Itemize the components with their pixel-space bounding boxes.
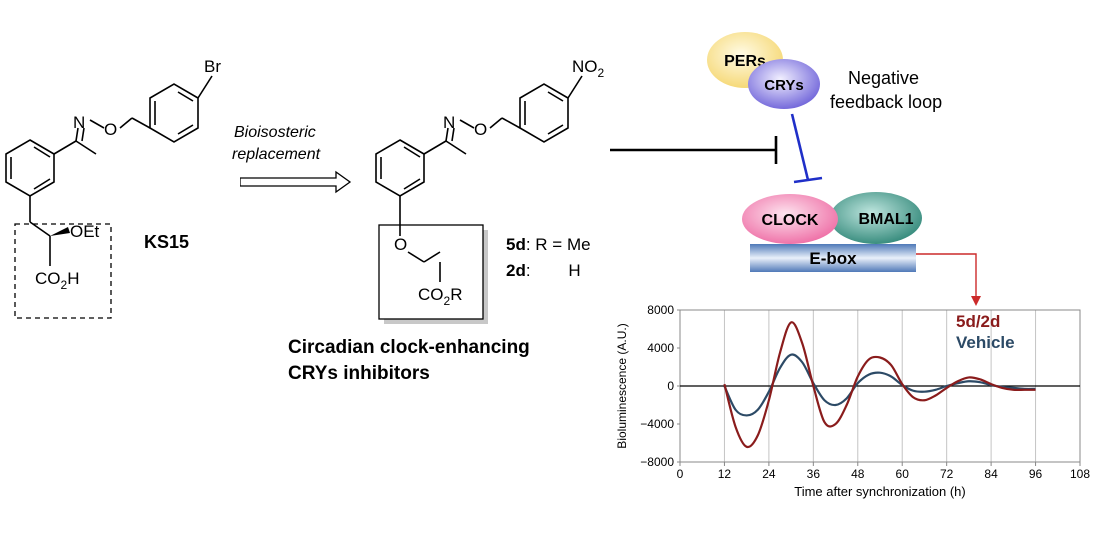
ebox-label: E-box	[809, 249, 857, 268]
legend-item: Vehicle	[956, 333, 1015, 352]
bmal1-label: BMAL1	[858, 211, 913, 228]
bioisosteric-caption: Bioisosteric replacement	[232, 122, 321, 166]
label-2d-line: 2d: H	[506, 261, 581, 280]
label-5d: 5d	[506, 235, 526, 254]
5d-n-label: N	[443, 113, 455, 132]
bioisosteric-line1: Bioisosteric	[234, 124, 316, 141]
bioisosteric-line2: replacement	[232, 146, 321, 163]
chart-xlabel: Time after synchronization (h)	[794, 484, 965, 499]
ebox-element	[750, 244, 916, 272]
bmal1-protein	[830, 192, 922, 244]
readout-arrow	[916, 253, 981, 306]
loop-label-line1: Negative	[848, 68, 919, 88]
chart-x-tick-label: 108	[1070, 467, 1090, 481]
chart-x-tick-label: 24	[762, 467, 776, 481]
5d-box	[378, 224, 484, 320]
chart-x-tick-label: 0	[677, 467, 684, 481]
ks15-lower-ring	[5, 139, 55, 197]
chart-x-tick-label: 12	[718, 467, 732, 481]
chart-series	[723, 321, 1036, 449]
chart-y-tick-label: −4000	[640, 417, 674, 431]
5d-ether-o-label: O	[394, 235, 407, 254]
inhibitor-caption: Circadian clock-enhancing CRYs inhibitor…	[288, 335, 530, 387]
chart-y-tick-label: 4000	[647, 341, 674, 355]
ks15-upper-ring	[149, 83, 199, 143]
ks15-oet-label: OEt	[70, 222, 100, 241]
chart-x-tick-label: 36	[807, 467, 821, 481]
chart-y-tick-label: 0	[667, 379, 674, 393]
chart-y-tick-label: 8000	[647, 303, 674, 317]
feedback-loop-diagram: PERs CRYs Negative feedback loop BMAL1 C…	[707, 32, 942, 272]
5d-lower-ring	[375, 139, 425, 197]
chart-x-tick-label: 96	[1029, 467, 1043, 481]
5d-o-label: O	[474, 120, 487, 139]
open-arrow	[240, 170, 352, 194]
chart-y-tick-label: −8000	[640, 455, 674, 469]
chart-x-tick-label: 60	[896, 467, 910, 481]
caption-line1: Circadian clock-enhancing	[288, 337, 530, 358]
chart-x-tick-label: 72	[940, 467, 954, 481]
5d-no2-label: NO2	[572, 57, 605, 80]
chart-ylabel: Bioluminescence (A.U.)	[615, 323, 629, 448]
5d-upper-ring	[519, 83, 569, 143]
pers-label: PERs	[724, 53, 766, 70]
ks15-dashed-box	[14, 223, 112, 319]
crys-protein	[748, 59, 820, 109]
crys-inhibition-bar	[793, 176, 823, 184]
ks15-n-label: N	[73, 113, 85, 132]
ks15-o-label: O	[104, 120, 117, 139]
crys-inhibition-line	[790, 113, 810, 181]
5d-ester-label: CO2R	[418, 285, 462, 308]
series-line-5d2d	[723, 321, 1036, 449]
ks15-br-label: Br	[204, 57, 221, 76]
ks15-structure: Br N O OEt CO2H KS15	[5, 57, 221, 319]
label-2d-r: : H	[526, 261, 581, 280]
inhibition-t-bar	[610, 136, 778, 164]
crys-label: CRYs	[764, 77, 803, 94]
series-line-vehicle	[723, 353, 1036, 417]
chart-tick-labels: 0 12 24 36 48 60 72 84 96 108 8000 4000 0 −4000 −8000	[640, 303, 1090, 481]
legend-item: 5d/2d	[956, 312, 1000, 331]
label-2d: 2d	[506, 261, 526, 280]
chart-x-tick-label: 48	[851, 467, 865, 481]
clock-protein	[742, 194, 838, 244]
label-5d-line: 5d: R = Me	[506, 235, 591, 254]
clock-label: CLOCK	[762, 212, 819, 229]
loop-label-line2: feedback loop	[830, 92, 942, 112]
label-5d-r: : R = Me	[526, 235, 591, 254]
chart-x-tick-label: 84	[984, 467, 998, 481]
caption-line2: CRYs inhibitors	[288, 363, 430, 384]
compound-5d-structure: NO2 N O O CO2R 5d: R = Me 2d: H	[375, 57, 605, 324]
ks15-acid-label: CO2H	[35, 269, 79, 292]
ks15-wedge-bond	[50, 227, 70, 236]
ks15-name: KS15	[144, 232, 189, 252]
